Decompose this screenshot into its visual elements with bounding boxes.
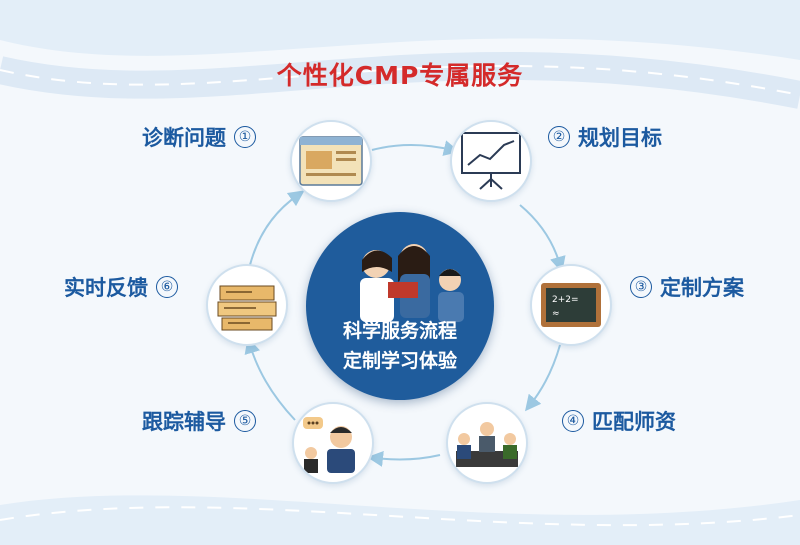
web-page-icon (299, 136, 363, 186)
step-5-label: 跟踪辅导 (142, 410, 226, 434)
step-4-label-group: ④ 匹配师资 (562, 406, 676, 436)
step-5-node[interactable] (292, 402, 374, 484)
step-3-number: ③ (630, 276, 652, 298)
step-3-node[interactable]: 2+2= ≈ (530, 264, 612, 346)
step-1-label: 诊断问题 (142, 126, 226, 150)
step-4-number: ④ (562, 410, 584, 432)
center-circle: 科学服务流程 定制学习体验 (306, 212, 494, 400)
page-title: 个性化CMP专属服务 (276, 61, 524, 90)
step-6-number: ⑥ (156, 276, 178, 298)
step-4-label: 匹配师资 (592, 410, 676, 434)
svg-text:≈: ≈ (552, 309, 560, 319)
feedback-papers-icon (217, 285, 277, 331)
step-6-node[interactable] (206, 264, 288, 346)
svg-text:2+2=: 2+2= (552, 295, 579, 305)
meeting-icon (456, 422, 518, 467)
teacher-students-icon (360, 244, 464, 322)
step-4-node[interactable] (446, 402, 528, 484)
step-2-label: 规划目标 (578, 126, 662, 150)
chalkboard-icon: 2+2= ≈ (541, 283, 601, 327)
center-line-1: 科学服务流程 (342, 320, 457, 342)
step-5-label-group: 跟踪辅导 ⑤ (142, 406, 256, 436)
step-3-label-group: ③ 定制方案 (630, 272, 744, 302)
center-line-2: 定制学习体验 (342, 350, 457, 372)
step-1-number: ① (234, 126, 256, 148)
presentation-chart-icon (461, 132, 521, 190)
tutor-chat-icon (303, 417, 355, 473)
step-5-number: ⑤ (234, 410, 256, 432)
step-6-label-group: 实时反馈 ⑥ (64, 272, 178, 302)
step-6-label: 实时反馈 (64, 276, 148, 300)
step-2-number: ② (548, 126, 570, 148)
step-3-label: 定制方案 (660, 276, 744, 300)
step-1-label-group: 诊断问题 ① (142, 122, 256, 152)
step-2-label-group: ② 规划目标 (548, 122, 662, 152)
step-1-node[interactable] (290, 120, 372, 202)
step-2-node[interactable] (450, 120, 532, 202)
